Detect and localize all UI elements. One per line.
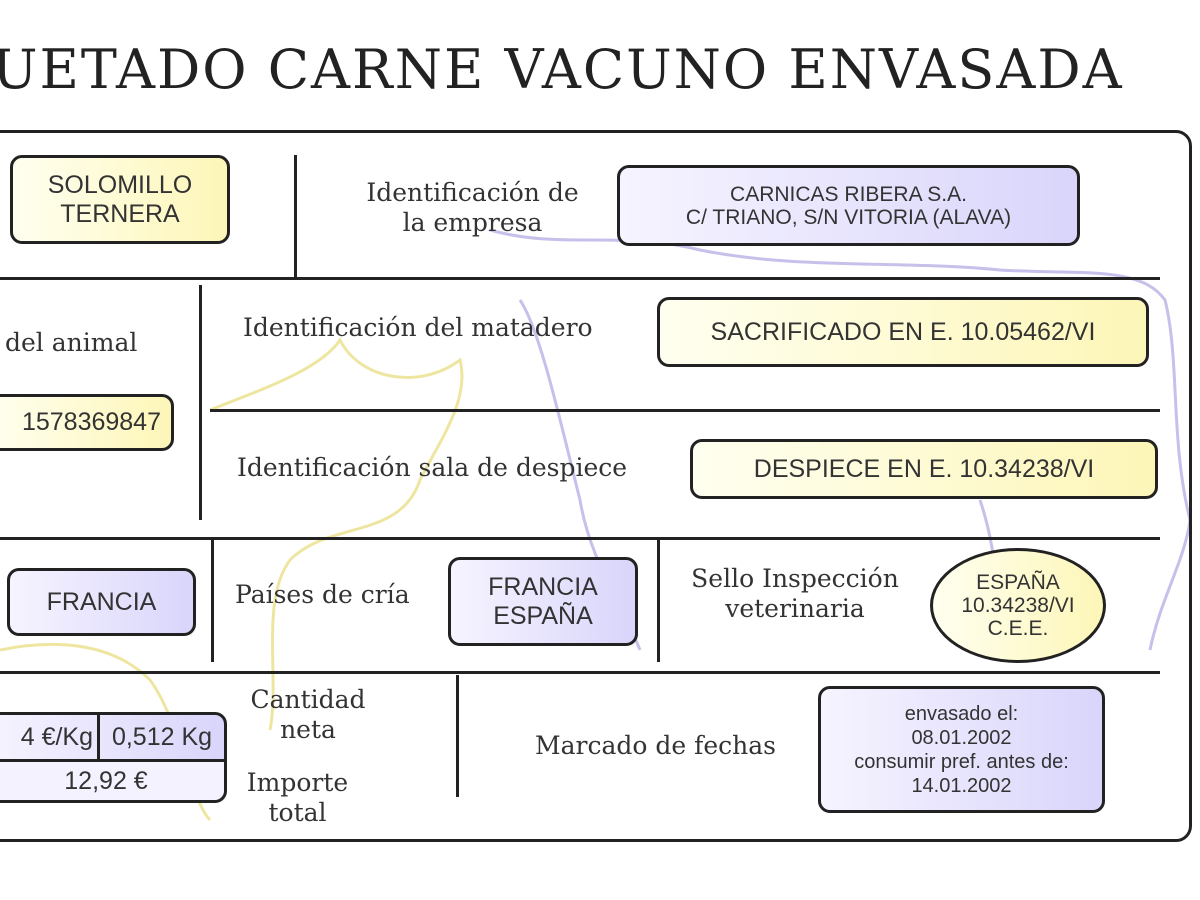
divider: [294, 155, 297, 277]
seal-line: ESPAÑA: [976, 571, 1060, 594]
cutting-box: DESPIECE EN E. 10.34238/VI: [690, 439, 1158, 499]
product-line: TERNERA: [60, 199, 180, 228]
company-box: CARNICAS RIBERA S.A.C/ TRIANO, S/N VITOR…: [617, 165, 1080, 246]
divider: [211, 540, 214, 662]
rearing-line: ESPAÑA: [493, 601, 593, 630]
date-line: consumir pref. antes de:: [854, 750, 1069, 773]
divider: [0, 671, 1160, 674]
rearing-label: Países de cría: [235, 580, 410, 609]
divider: [0, 537, 1160, 540]
company-line: CARNICAS RIBERA S.A.: [730, 182, 967, 206]
product-line: SOLOMILLO: [47, 170, 193, 199]
page-title: UETADO CARNE VACUNO ENVASADA: [0, 38, 1124, 101]
animal-id-box: 1578369847: [0, 394, 174, 451]
price-per-kg: 4 €/Kg: [0, 715, 100, 759]
seal-line: C.E.E.: [987, 617, 1049, 640]
divider: [456, 675, 459, 797]
price-box: 4 €/Kg 0,512 Kg 12,92 €: [0, 712, 227, 803]
rearing-line: FRANCIA: [488, 572, 598, 601]
company-line: C/ TRIANO, S/N VITORIA (ALAVA): [685, 205, 1012, 229]
divider: [199, 285, 202, 520]
divider: [0, 277, 1160, 280]
date-line: 14.01.2002: [911, 774, 1012, 797]
divider: [210, 409, 1160, 412]
slaughter-label: Identificación del matadero: [243, 313, 593, 342]
net-weight: 0,512 Kg: [111, 723, 213, 751]
birth-country-box: FRANCIA: [7, 568, 196, 636]
slaughter-box: SACRIFICADO EN E. 10.05462/VI: [657, 297, 1149, 367]
cutting-label: Identificación sala de despiece: [237, 453, 628, 482]
dates-label: Marcado de fechas: [535, 731, 776, 760]
animal-label: del animal: [5, 328, 138, 357]
label-frame: [0, 130, 1192, 842]
total-price: 12,92 €: [0, 762, 224, 800]
date-line: 08.01.2002: [911, 726, 1012, 749]
seal-line: 10.34238/VI: [961, 594, 1075, 617]
divider: [657, 540, 660, 662]
date-line: envasado el:: [904, 702, 1019, 725]
